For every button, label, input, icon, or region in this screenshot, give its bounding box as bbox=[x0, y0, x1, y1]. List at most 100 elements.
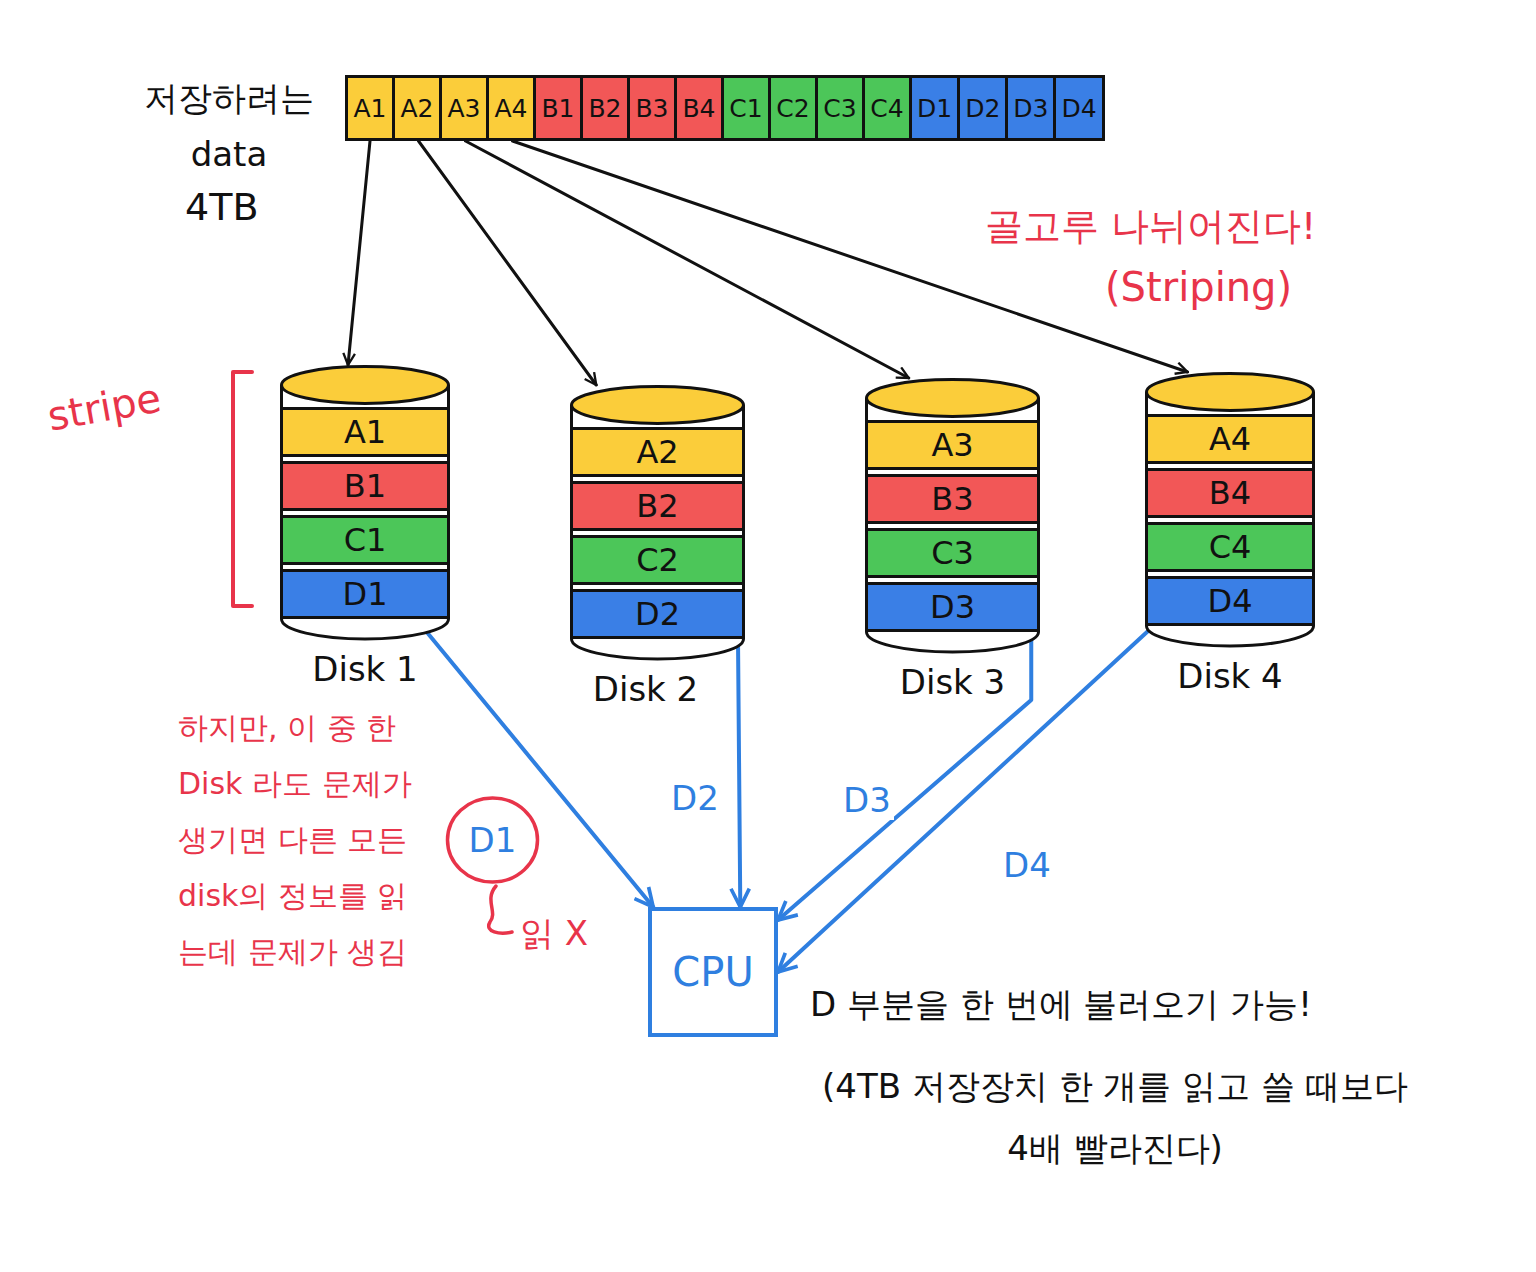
disk-label: Disk 3 bbox=[865, 662, 1040, 702]
edge-label: D3 bbox=[840, 780, 894, 820]
node-text: CPU bbox=[672, 949, 753, 995]
node-text: D1 bbox=[469, 820, 517, 860]
data-block: C2 bbox=[771, 75, 818, 141]
data-block: A4 bbox=[489, 75, 536, 141]
leader-line bbox=[489, 886, 512, 933]
disk-stripe: C1 bbox=[280, 515, 450, 565]
node-text: C3 bbox=[931, 534, 974, 572]
data-block: A1 bbox=[345, 75, 395, 141]
edge-label: D4 bbox=[1000, 845, 1054, 885]
node-text: C1 bbox=[729, 94, 762, 123]
node-text: A4 bbox=[1209, 420, 1251, 458]
node-text: B1 bbox=[541, 94, 574, 123]
data-block: B3 bbox=[630, 75, 677, 141]
stripe-label: stripe bbox=[44, 373, 165, 442]
data-block: A2 bbox=[395, 75, 442, 141]
data-block: B4 bbox=[677, 75, 724, 141]
data-block: D1 bbox=[912, 75, 960, 141]
note-text: (Striping) bbox=[1105, 262, 1292, 312]
node-text: B3 bbox=[931, 480, 973, 518]
node-text: C4 bbox=[870, 94, 903, 123]
cylinder-top bbox=[867, 380, 1039, 417]
cylinder-top bbox=[572, 387, 744, 424]
data-block: A3 bbox=[442, 75, 489, 141]
node-text: B2 bbox=[588, 94, 621, 123]
disk-stripe: A4 bbox=[1145, 414, 1315, 464]
disk-label: Disk 2 bbox=[558, 669, 733, 709]
disk-label: Disk 4 bbox=[1145, 656, 1315, 696]
stripe-bracket bbox=[233, 372, 252, 606]
disk-stripe: B4 bbox=[1145, 468, 1315, 518]
disk-cylinder: A1B1C1D1Disk 1 bbox=[280, 365, 450, 701]
node-text: D4 bbox=[1061, 94, 1096, 123]
data-block: D2 bbox=[960, 75, 1008, 141]
cpu-box: CPU bbox=[648, 907, 778, 1037]
disk-label: Disk 1 bbox=[280, 649, 450, 689]
disk-stripe: D1 bbox=[280, 569, 450, 619]
read-arrow bbox=[738, 639, 740, 907]
node-text: B2 bbox=[636, 487, 678, 525]
disk-stripe: D3 bbox=[865, 582, 1040, 632]
disk-stripe: C3 bbox=[865, 528, 1040, 578]
node-text: D4 bbox=[1208, 582, 1253, 620]
data-block: C1 bbox=[724, 75, 771, 141]
storage-label: 저장하려는 data bbox=[140, 70, 318, 182]
node-text: D3 bbox=[930, 588, 975, 626]
node-text: A1 bbox=[344, 413, 386, 451]
disk-stripe: B2 bbox=[570, 481, 745, 531]
node-text: B3 bbox=[635, 94, 668, 123]
disk-cylinder: A2B2C2D2Disk 2 bbox=[570, 385, 745, 721]
node-text: B1 bbox=[344, 467, 386, 505]
node-text: C1 bbox=[344, 521, 387, 559]
node-text: A4 bbox=[494, 94, 527, 123]
size-label: 4TB bbox=[185, 184, 258, 232]
read-fail-mark: 읽 X bbox=[520, 912, 588, 955]
node-text: D1 bbox=[917, 94, 952, 123]
cylinder-top bbox=[1147, 374, 1314, 411]
node-text: C4 bbox=[1209, 528, 1252, 566]
node-text: C2 bbox=[776, 94, 809, 123]
node-text: C3 bbox=[823, 94, 856, 123]
warning-note: 하지만, 이 중 한 Disk 라도 문제가 생기면 다른 모든 disk의 정… bbox=[178, 700, 433, 980]
disk-stripe: C2 bbox=[570, 535, 745, 585]
striping-arrow bbox=[513, 141, 1188, 372]
node-text: A1 bbox=[353, 94, 386, 123]
striping-arrow bbox=[466, 141, 909, 378]
disk-cylinder: A4B4C4D4Disk 4 bbox=[1145, 372, 1315, 708]
read-arrow bbox=[416, 619, 653, 907]
striping-arrow bbox=[348, 141, 370, 365]
disk-stripe: A1 bbox=[280, 407, 450, 457]
disk-stripe: B3 bbox=[865, 474, 1040, 524]
node-text: A2 bbox=[400, 94, 433, 123]
disk-cylinder: A3B3C3D3Disk 3 bbox=[865, 378, 1040, 714]
edge-label: D2 bbox=[668, 778, 722, 818]
data-block: B2 bbox=[583, 75, 630, 141]
data-block: C3 bbox=[818, 75, 865, 141]
node-text: D3 bbox=[1013, 94, 1048, 123]
circle-shape bbox=[448, 798, 538, 882]
disk-stripe: C4 bbox=[1145, 522, 1315, 572]
striping-arrow bbox=[419, 141, 597, 385]
node-text: D2 bbox=[635, 595, 680, 633]
node-text: A2 bbox=[636, 433, 678, 471]
disk-stripe: A2 bbox=[570, 427, 745, 477]
node-text: D1 bbox=[343, 575, 388, 613]
data-block: D4 bbox=[1056, 75, 1104, 141]
disk-stripe: B1 bbox=[280, 461, 450, 511]
note-text: D 부분을 한 번에 불러오기 가능! bbox=[810, 983, 1450, 1026]
node-text: B4 bbox=[682, 94, 715, 123]
cylinder-top bbox=[282, 367, 449, 404]
note-text: (4TB 저장장치 한 개를 읽고 쓸 때보다 4배 빨라진다) bbox=[815, 1055, 1415, 1179]
data-block: C4 bbox=[865, 75, 912, 141]
read-arrow bbox=[778, 626, 1154, 972]
node-text: C2 bbox=[636, 541, 679, 579]
node-text: D2 bbox=[965, 94, 1000, 123]
failed-block-circle: D1 bbox=[445, 795, 540, 885]
data-block: B1 bbox=[536, 75, 583, 141]
disk-stripe: D4 bbox=[1145, 576, 1315, 626]
node-text: A3 bbox=[931, 426, 973, 464]
node-text: A3 bbox=[447, 94, 480, 123]
node-text: B4 bbox=[1209, 474, 1251, 512]
note-text: 골고루 나뉘어진다! bbox=[985, 203, 1316, 251]
